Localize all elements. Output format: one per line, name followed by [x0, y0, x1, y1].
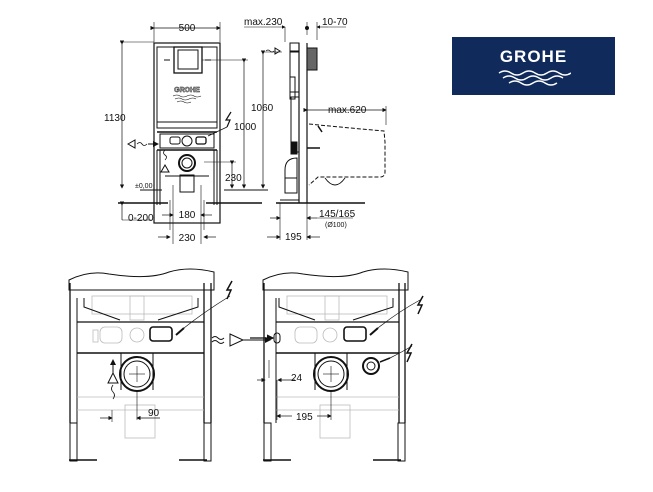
brand-logo-text: GROHE	[499, 47, 568, 66]
inner-width-dimension: 180	[179, 210, 196, 221]
supply-height-dimension: 1060	[251, 103, 274, 114]
outer-width-dimension: 230	[179, 233, 196, 244]
detail-left	[68, 268, 271, 462]
floor-adjust-dimension: 0-200	[128, 213, 154, 224]
water-supply-arrow-icon	[107, 371, 119, 384]
bowl-projection-dimension: max.620	[328, 105, 367, 116]
wall-thickness-dimension: 10-70	[322, 17, 348, 28]
lightning-bolt-icon	[416, 295, 424, 315]
frame-logo-text: GROHE	[174, 87, 200, 94]
drain-arrow-icon	[160, 163, 170, 173]
floor-level-label: ±0,00	[135, 183, 153, 190]
height-dimension: 1130	[104, 113, 126, 124]
detail-right-large-dimension: 195	[296, 412, 313, 423]
waves-icon	[498, 70, 571, 86]
lightning-bolt-icon	[225, 280, 233, 300]
water-supply-arrow-icon	[126, 139, 136, 149]
brand-logo: GROHE	[452, 37, 615, 95]
side-view	[244, 22, 387, 240]
detail-right-small-dimension: 24	[291, 373, 303, 384]
lightning-bolt-icon	[224, 111, 232, 128]
front-view: GROHE	[118, 22, 282, 244]
depth-dimension: max.230	[244, 17, 283, 28]
actuator-height-dimension: 1000	[234, 122, 257, 133]
detail-right	[250, 268, 424, 462]
base-depth-dimension: 195	[285, 232, 302, 243]
water-supply-arrow-icon	[274, 47, 281, 55]
detail-left-dimension: 90	[148, 408, 160, 419]
drain-diameter-label: (Ø100)	[325, 222, 347, 229]
drain-height-dimension: 230	[225, 173, 242, 184]
lightning-bolt-icon	[405, 343, 413, 363]
width-dimension: 500	[179, 23, 196, 34]
drain-offset-dimension: 145/165	[319, 209, 356, 220]
